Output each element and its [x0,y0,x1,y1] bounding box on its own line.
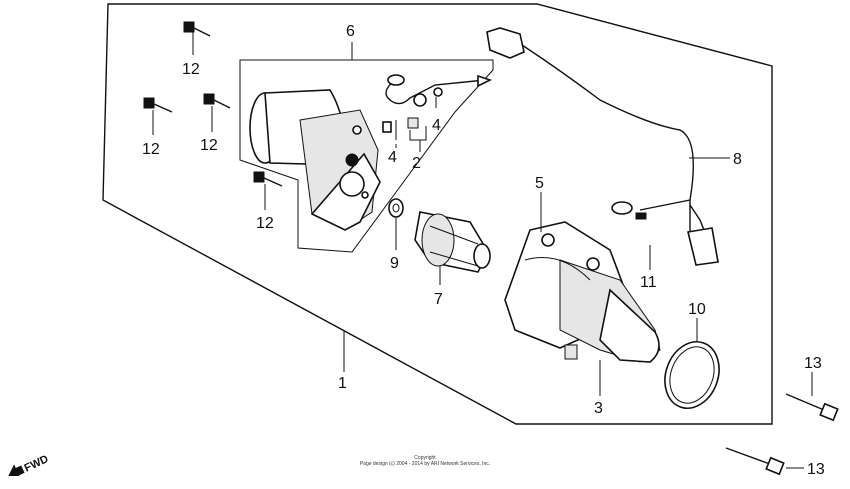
callout-4: 4 [388,149,397,166]
callout-13: 13 [804,355,822,372]
leader-lines [152,32,813,469]
starter-motor-part [249,89,381,231]
bolt-13-b [725,447,785,476]
bolt-13-a [785,393,839,422]
callout-3: 3 [594,400,603,417]
callout-1: 1 [338,375,347,392]
forward-arrow-icon [8,464,25,476]
assembly-outline [102,3,773,425]
callout-12: 12 [200,137,218,154]
subassembly-outline [239,59,494,253]
callout-12: 12 [142,141,160,158]
copyright-line: Page design (c) 2004 - 2014 by ARI Netwo… [359,461,491,467]
callout-9: 9 [390,255,399,272]
copyright-line: Copyright [414,455,436,461]
fwd-label: FWD [23,453,51,474]
bolt-12-b [143,97,173,113]
callout-5: 5 [535,175,544,192]
callout-11: 11 [640,274,657,291]
callout-13: 13 [807,461,825,478]
callout-labels: 6 12 12 12 12 4 4 2 9 7 5 3 1 8 11 10 13… [142,23,825,478]
callout-6: 6 [346,23,355,40]
bolt-12-d [253,171,283,187]
bolt-12-a [183,21,211,37]
pinion-gear-part [414,211,491,273]
copyright-notice: Copyright Page design (c) 2004 - 2014 by… [330,455,520,467]
callout-2: 2 [412,155,421,172]
bolt-12-c [203,93,231,109]
callout-4: 4 [432,117,441,134]
wire-harness-part [486,27,719,266]
o-ring-part [664,341,720,409]
forward-direction-marker: FWD [8,453,51,476]
callout-12: 12 [256,215,274,232]
callout-7: 7 [434,291,443,308]
callout-10: 10 [688,301,706,318]
callout-12: 12 [182,61,200,78]
washer-part [388,198,404,218]
terminal-leads [382,74,493,133]
callout-8: 8 [733,151,742,168]
starter-housing-part [504,221,661,363]
